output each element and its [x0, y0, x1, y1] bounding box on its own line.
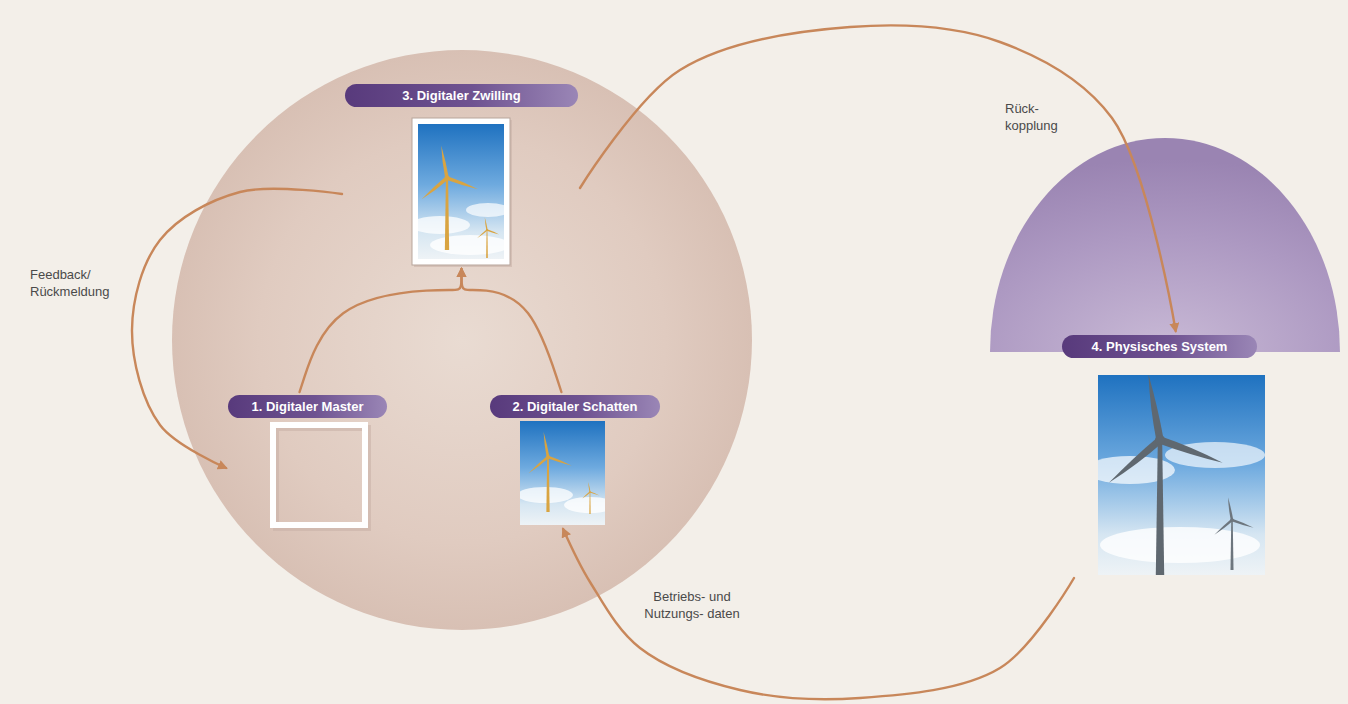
stage-label-pill: 2. Digitaler Schatten [490, 395, 660, 418]
stage-node: 1. Digitaler Master [228, 395, 387, 525]
flow-arrow [300, 269, 462, 392]
stage-node: 4. Physisches System [1062, 335, 1265, 575]
cloud [1098, 456, 1175, 484]
stage-node: 3. Digitaler Zwilling [345, 84, 578, 265]
flow-arrow [462, 269, 562, 392]
frame-shadow [414, 120, 512, 267]
physical-picture [1098, 375, 1265, 575]
stage-label-pill: 3. Digitaler Zwilling [345, 84, 578, 107]
turbine [1107, 375, 1224, 575]
cloud [418, 216, 470, 234]
twin-picture [418, 124, 504, 259]
turbine [528, 432, 573, 512]
flow-arrow [563, 529, 1074, 699]
turbine [1214, 497, 1254, 570]
sky [520, 421, 605, 525]
turbine [420, 145, 478, 250]
cloud [1165, 442, 1265, 468]
cloud [430, 235, 504, 255]
connector-label: Betriebs- und Nutzungs- daten [640, 588, 744, 624]
shadow-picture [520, 421, 605, 525]
empty-picture-frame [273, 425, 365, 525]
cloud [520, 487, 573, 503]
frame-shadow [276, 428, 368, 528]
connector-label: Feedback/ Rückmeldung [28, 266, 124, 302]
turbine [582, 482, 600, 514]
flow-arrow [132, 189, 342, 468]
sky [418, 124, 504, 259]
sky [1098, 375, 1265, 575]
picture-frame [412, 118, 510, 265]
stage-label-pill: 4. Physisches System [1062, 335, 1257, 358]
cloud [1100, 527, 1260, 563]
cloud [466, 203, 504, 217]
stage-node: 2. Digitaler Schatten [490, 395, 660, 525]
digital-sphere [172, 50, 752, 630]
cloud [564, 497, 605, 513]
turbine [477, 217, 500, 258]
flow-arrow [580, 25, 1176, 331]
stage-label-pill: 1. Digitaler Master [228, 395, 387, 418]
connector-label: Rück- kopplung [1003, 100, 1073, 136]
physical-dome [990, 138, 1340, 352]
